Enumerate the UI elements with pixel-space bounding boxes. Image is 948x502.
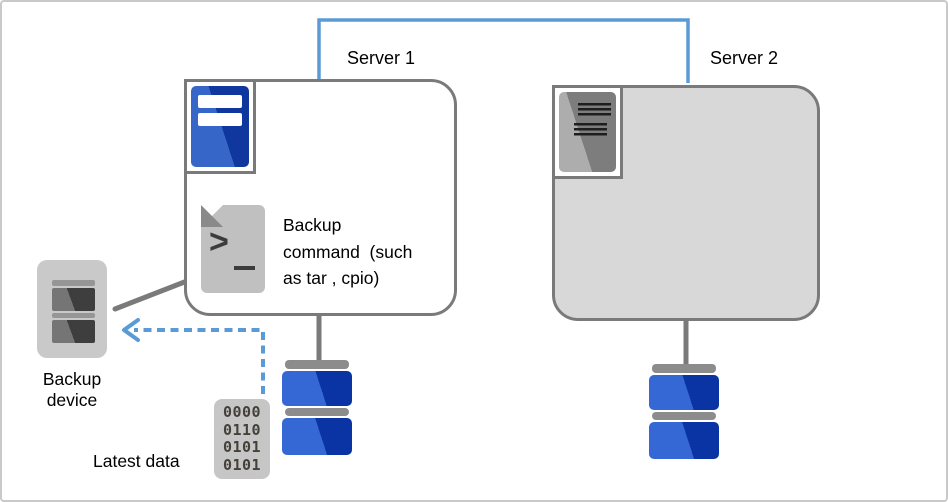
data-flow-dashed-arrow xyxy=(134,328,265,394)
db-cap xyxy=(652,412,716,420)
tape-slot-bar xyxy=(52,280,95,286)
data-flow-arrowhead xyxy=(122,318,140,342)
prompt-glyph: > xyxy=(209,223,229,261)
backup-command-text: Backup command (such as tar , cpio) xyxy=(283,215,413,288)
server1-database-icon xyxy=(282,360,352,455)
server2-label: Server 2 xyxy=(710,48,779,68)
db-disk xyxy=(282,371,352,406)
binary-row: 0101 xyxy=(222,438,262,456)
server1-backup-device-line xyxy=(112,278,190,312)
backup-command-script-icon: > xyxy=(200,204,265,293)
server1-machine-icon-frame xyxy=(184,79,256,174)
binary-row: 0101 xyxy=(222,455,262,474)
db-cap xyxy=(285,360,349,369)
server1-machine-icon xyxy=(191,86,249,167)
doc-corner-fold xyxy=(201,205,223,227)
binary-row: 0110 xyxy=(222,420,262,439)
server1-icon-slot-bar xyxy=(198,113,242,126)
db-disk xyxy=(649,375,719,410)
server2-icon-vents xyxy=(574,123,607,137)
db-disk xyxy=(282,418,352,455)
server2-icon-vents xyxy=(578,103,611,117)
binary-row: 0000 xyxy=(222,403,262,421)
db-cap xyxy=(285,408,349,416)
db-cap xyxy=(652,364,716,373)
db-disk xyxy=(649,422,719,459)
server2-database-icon xyxy=(649,364,719,459)
backup-device-icon xyxy=(37,260,107,358)
tape-slot xyxy=(52,320,95,343)
server2-machine-icon xyxy=(559,92,616,172)
server1-icon-slot-bar xyxy=(198,95,242,108)
server1-label: Server 1 xyxy=(347,48,416,68)
binary-data-icon: 0000 0110 0101 0101 xyxy=(214,399,270,479)
cursor-underscore xyxy=(234,266,255,270)
tape-slot-bar xyxy=(52,313,95,318)
backup-device-label: Backup device xyxy=(42,369,102,410)
tape-slot xyxy=(52,288,95,311)
server2-machine-icon-frame xyxy=(552,85,623,179)
latest-data-label: Latest data xyxy=(93,451,180,471)
